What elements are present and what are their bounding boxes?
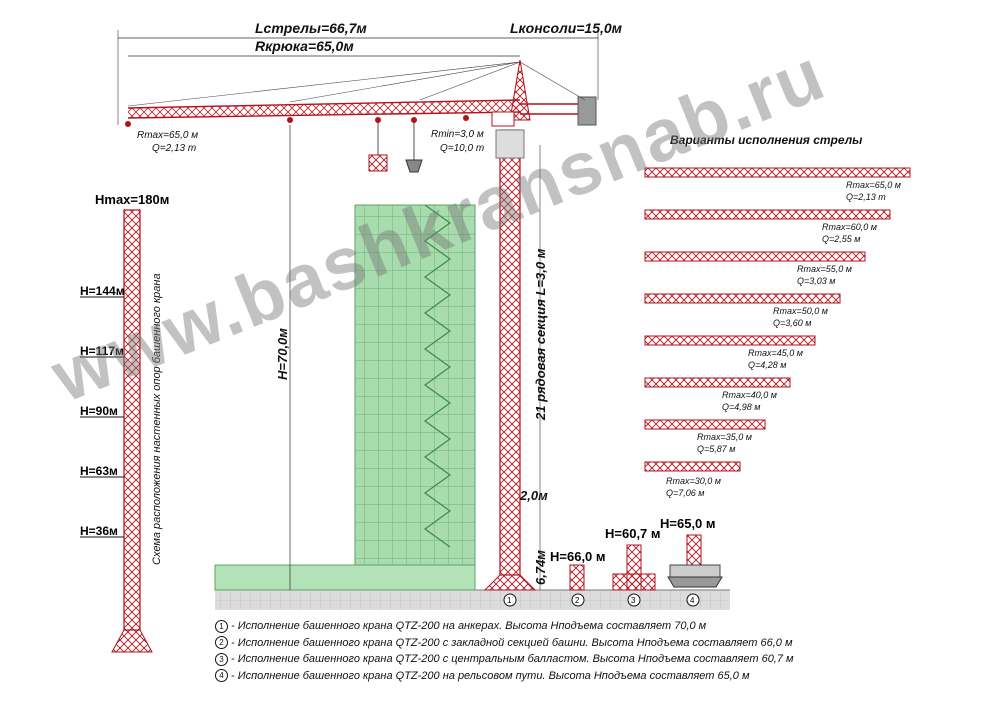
anchor-level-36: H=36м [80, 524, 118, 538]
anchor-level-144: H=144м [80, 284, 125, 298]
q-rmax-label: Q=2,13 т [152, 143, 196, 154]
legend-text: - Исполнение башенного крана QTZ-200 на … [231, 669, 750, 682]
legend-num: 2 [215, 636, 228, 650]
jib-option-40: Rmax=40,0 м Q=4,98 м [644, 377, 791, 412]
legend-text: - Исполнение башенного крана QTZ-200 с ц… [231, 653, 794, 665]
jib-option-q: Q=5,87 м [697, 444, 735, 454]
jib-option-q: Q=3,03 м [797, 276, 835, 286]
top-section: 2,0м [519, 488, 548, 503]
variant-4-num: 4 [690, 596, 695, 605]
legend-text: - Исполнение башенного крана QTZ-200 с з… [231, 636, 793, 649]
anchor-scheme-tower [80, 209, 153, 653]
variant-3 [612, 544, 656, 607]
jib-option-q: Q=2,13 т [846, 192, 886, 202]
rmax-label: Rmax=65,0 м [137, 130, 198, 141]
jib-option-55: Rmax=55,0 м Q=3,03 м [644, 251, 866, 286]
anchor-scheme-caption: Схема расположения настенных опор башенн… [151, 273, 163, 565]
rmin-label: Rmin=3,0 м [431, 129, 484, 140]
jib-option-r: Rmax=45,0 м [748, 348, 803, 358]
jib-option-q: Q=7,06 м [666, 488, 704, 498]
anchor-level-90: H=90м [80, 404, 118, 418]
variant-2-num: 2 [575, 596, 580, 605]
building [214, 204, 476, 591]
variant-3-height: H=60,7 м [605, 526, 661, 541]
jib-options-title: Варианты исполнения стрелы [670, 133, 863, 147]
jib-option-r: Rmax=40,0 м [722, 390, 777, 400]
jib-option-r: Rmax=65,0 м [846, 180, 901, 190]
jib-option-35: Rmax=35,0 м Q=5,87 м [644, 419, 766, 454]
variant-4-height: H=65,0 м [660, 516, 716, 531]
jib-option-r: Rmax=50,0 м [773, 306, 828, 316]
base-section: 6,74м [533, 550, 548, 585]
jib-option-q: Q=3,60 м [773, 318, 811, 328]
jib-option-r: Rmax=35,0 м [697, 432, 752, 442]
jib-option-r: Rmax=30,0 м [666, 476, 721, 486]
jib-option-60: Rmax=60,0 м Q=2,55 м [644, 209, 891, 244]
tower-sections: 21 рядовая секция L=3,0 м [533, 248, 548, 421]
anchor-level-63: H=63м [80, 464, 118, 478]
legend-num: 4 [215, 669, 228, 683]
jib-option-65: Rmax=65,0 м Q=2,13 т [644, 167, 911, 202]
variant-1-num: 1 [507, 596, 512, 605]
legend: 1- Исполнение башенного крана QTZ-200 на… [215, 618, 835, 684]
jib-length: Lстрелы=66,7м [255, 20, 367, 36]
jib-option-45: Rmax=45,0 м Q=4,28 м [644, 335, 816, 370]
q-rmin-label: Q=10,0 т [440, 143, 484, 154]
jib-option-r: Rmax=60,0 м [822, 222, 877, 232]
variant-3-num: 3 [631, 596, 636, 605]
legend-num: 3 [215, 652, 228, 666]
jib-option-q: Q=4,98 м [722, 402, 760, 412]
legend-row: 1- Исполнение башенного крана QTZ-200 на… [215, 618, 835, 635]
hmax-label: Hmax=180м [95, 192, 169, 207]
jib-option-q: Q=4,28 м [748, 360, 786, 370]
jib-options: Rmax=65,0 м Q=2,13 т Rmax=60,0 м Q=2,55 … [644, 167, 911, 498]
anchor-level-117: H=117м [80, 344, 124, 358]
legend-row: 3- Исполнение башенного крана QTZ-200 с … [215, 651, 835, 668]
jib-option-50: Rmax=50,0 м Q=3,60 м [644, 293, 841, 328]
jib-option-q: Q=2,55 м [822, 234, 860, 244]
legend-row: 2- Исполнение башенного крана QTZ-200 с … [215, 635, 835, 652]
legend-text: - Исполнение башенного крана QTZ-200 на … [231, 620, 707, 632]
legend-row: 4- Исполнение башенного крана QTZ-200 на… [215, 668, 835, 685]
counterjib-length: Lконсоли=15,0м [510, 20, 623, 36]
jib-option-30: Rmax=30,0 м Q=7,06 м [644, 461, 741, 498]
hook-radius: Rкрюка=65,0м [255, 38, 354, 54]
variant-2 [569, 564, 585, 607]
variant-2-height: H=66,0 м [550, 549, 606, 564]
crane-jib [125, 59, 597, 173]
main-tower [483, 129, 541, 607]
variant-4 [667, 534, 723, 607]
ground [215, 590, 730, 610]
jib-option-r: Rmax=55,0 м [797, 264, 852, 274]
legend-num: 1 [215, 619, 228, 633]
tower-height: H=70,0м [275, 328, 290, 380]
